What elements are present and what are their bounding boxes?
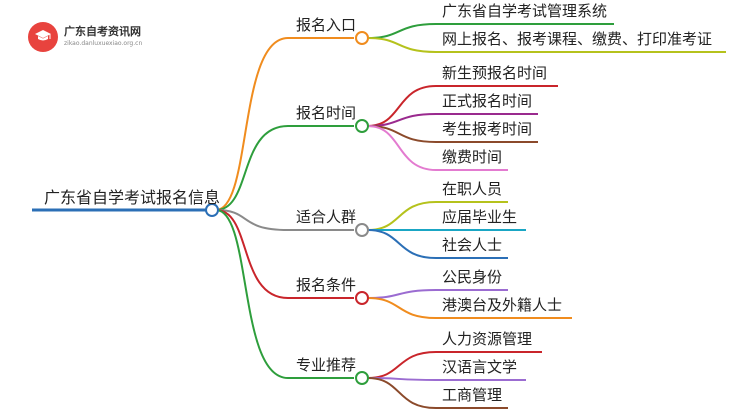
leaf-connector (367, 37, 437, 53)
site-logo[interactable]: 广东自考资讯网 zikao.danluxuexiao.org.cn (28, 20, 168, 54)
branch-connector (215, 209, 289, 299)
leaf-connector (367, 229, 437, 259)
branch-toggle-circle[interactable] (355, 223, 369, 237)
branch-connector (215, 209, 289, 379)
logo-title: 广东自考资讯网 (64, 25, 141, 38)
leaf-node-label[interactable]: 缴费时间 (442, 148, 503, 166)
branch-toggle-circle[interactable] (355, 31, 369, 45)
leaf-node-label[interactable]: 网上报名、报考课程、缴费、打印准考证 (442, 30, 713, 48)
root-toggle-circle[interactable] (205, 203, 219, 217)
branch-connector (215, 37, 289, 211)
leaf-connector (367, 351, 437, 379)
leaf-node-label[interactable]: 社会人士 (442, 236, 503, 254)
leaf-connector (367, 23, 437, 39)
leaf-node-label[interactable]: 考生报考时间 (442, 120, 533, 138)
root-node-label[interactable]: 广东省自学考试报名信息 (44, 188, 221, 207)
logo-subtitle: zikao.danluxuexiao.org.cn (64, 40, 143, 47)
branch-connector (215, 209, 289, 231)
branch-node-label[interactable]: 报名入口 (296, 16, 357, 34)
branch-node-label[interactable]: 适合人群 (296, 208, 357, 226)
leaf-node-label[interactable]: 在职人员 (442, 180, 503, 198)
branch-toggle-circle[interactable] (355, 371, 369, 385)
leaf-connector (367, 377, 437, 409)
branch-node-label[interactable]: 报名时间 (296, 104, 357, 122)
leaf-node-label[interactable]: 人力资源管理 (442, 330, 533, 348)
leaf-connector (367, 201, 437, 231)
leaf-node-label[interactable]: 港澳台及外籍人士 (442, 296, 563, 314)
branch-toggle-circle[interactable] (355, 291, 369, 305)
leaf-node-label[interactable]: 公民身份 (442, 268, 503, 286)
branch-connector (215, 125, 289, 211)
leaf-node-label[interactable]: 新生预报名时间 (442, 64, 548, 82)
leaf-connector (367, 289, 437, 299)
leaf-connector (367, 125, 437, 171)
leaf-node-label[interactable]: 广东省自学考试管理系统 (442, 2, 608, 20)
branch-node-label[interactable]: 报名条件 (296, 276, 357, 294)
leaf-node-label[interactable]: 汉语言文学 (442, 358, 518, 376)
leaf-node-label[interactable]: 应届毕业生 (442, 208, 518, 226)
leaf-connector (367, 297, 437, 319)
leaf-node-label[interactable]: 工商管理 (442, 386, 503, 404)
branch-toggle-circle[interactable] (355, 119, 369, 133)
graduation-cap-icon (35, 30, 51, 41)
leaf-node-label[interactable]: 正式报名时间 (442, 92, 533, 110)
branch-node-label[interactable]: 专业推荐 (296, 356, 357, 374)
